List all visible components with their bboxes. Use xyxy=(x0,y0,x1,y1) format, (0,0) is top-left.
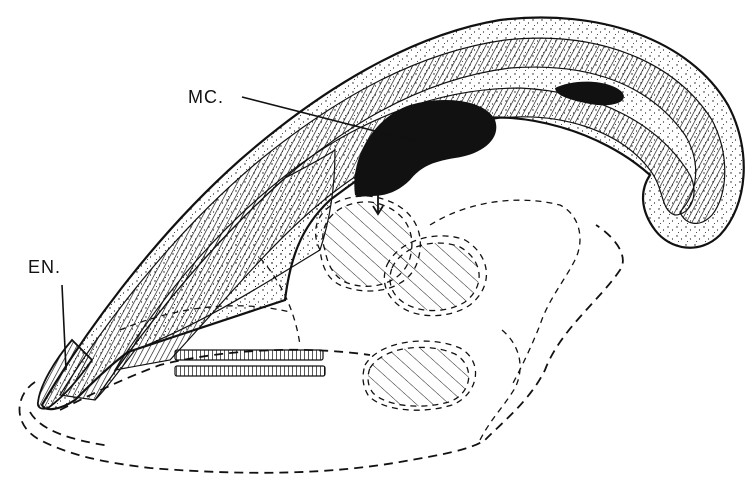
hatched-bones xyxy=(323,202,479,406)
label-mc: MC. xyxy=(188,87,224,107)
label-en: EN. xyxy=(28,257,61,277)
tooth-rows xyxy=(175,350,325,376)
